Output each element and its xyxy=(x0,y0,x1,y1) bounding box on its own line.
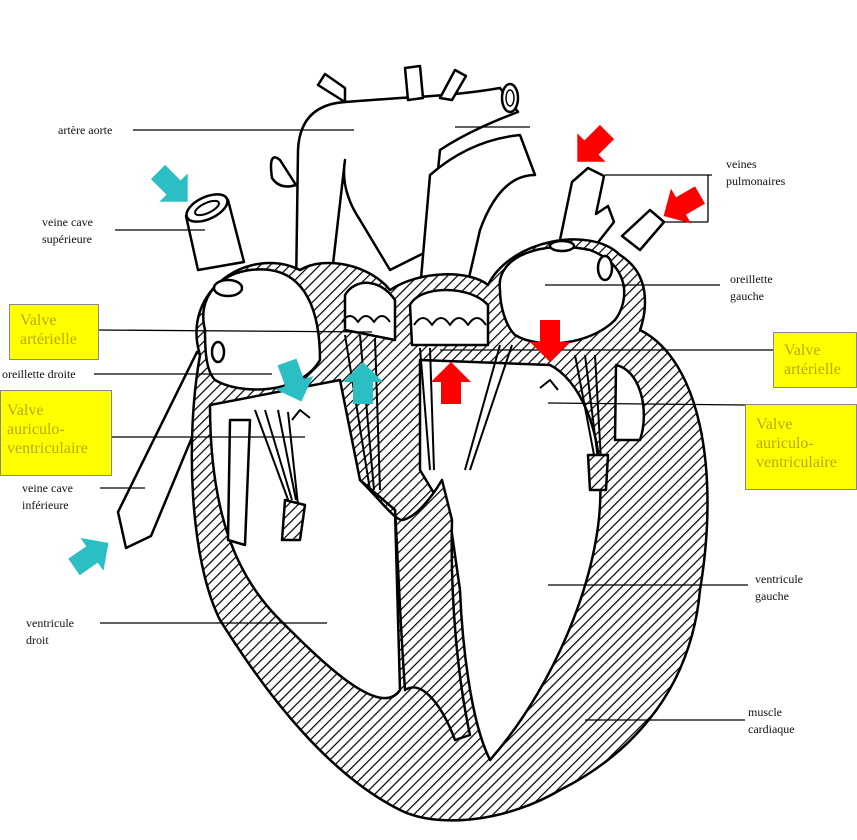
right-atrium-cavity xyxy=(202,268,322,391)
label-left-ventricle-1: ventricule xyxy=(755,572,803,586)
labels: artère aorte veine cave supérieure oreil… xyxy=(2,123,803,736)
flow-arrows xyxy=(68,124,705,576)
label-box-left-arterial-valve: Valve artérielle xyxy=(9,304,99,360)
pulmonary-vein-upper xyxy=(558,166,616,252)
label-heart-muscle-1: muscle xyxy=(748,705,782,719)
label-box-right-arterial-valve: Valve artérielle xyxy=(773,332,857,388)
label-superior-vena-cava-1: veine cave xyxy=(42,215,93,229)
box-line: Valve xyxy=(20,312,57,329)
label-pulmonary-veins-2: pulmonaires xyxy=(726,174,786,188)
left-ventricle-cavity xyxy=(418,358,602,762)
box-line: Valve xyxy=(7,402,44,419)
box-line: ventriculaire xyxy=(756,454,837,471)
label-aorta: artère aorte xyxy=(58,123,112,137)
label-box-left-av-valve: Valve auriculo- ventriculaire xyxy=(0,390,112,476)
label-left-ventricle-2: gauche xyxy=(755,589,789,603)
left-atrium-cavity xyxy=(498,245,626,345)
arrow-superior-vena-cava-icon xyxy=(150,164,188,202)
label-superior-vena-cava-2: supérieure xyxy=(42,232,92,246)
label-right-ventricle-2: droit xyxy=(26,633,49,647)
arrow-pulmonary-valve-icon xyxy=(343,362,383,404)
right-ventricle-cavity xyxy=(208,378,402,700)
arrow-inferior-vena-cava-icon xyxy=(68,537,109,576)
arrow-pulmonary-vein-lower-icon xyxy=(663,186,705,224)
aortic-arch xyxy=(294,86,520,292)
label-box-right-av-valve: Valve auriculo- ventriculaire xyxy=(745,404,857,490)
box-line: artérielle xyxy=(784,361,841,378)
label-inferior-vena-cava-1: veine cave xyxy=(22,481,73,495)
pulmonary-vein-lower xyxy=(620,208,666,252)
arrow-aortic-valve-icon xyxy=(431,362,471,404)
heart-drawing xyxy=(116,64,709,822)
label-left-atrium-2: gauche xyxy=(730,289,764,303)
arrow-left-av-valve-icon xyxy=(530,320,570,362)
label-heart-muscle-2: cardiaque xyxy=(748,722,795,736)
arrow-pulmonary-vein-upper-icon xyxy=(577,124,615,162)
arrow-right-av-valve-icon xyxy=(275,358,314,402)
box-line: ventriculaire xyxy=(7,440,88,457)
label-inferior-vena-cava-2: inférieure xyxy=(22,498,69,512)
label-right-ventricle-1: ventricule xyxy=(26,616,74,630)
pulmonary-trunk xyxy=(418,133,537,297)
box-line: auriculo- xyxy=(756,435,814,452)
box-line: Valve xyxy=(756,416,793,433)
label-left-atrium-1: oreillette xyxy=(730,272,773,286)
box-line: auriculo- xyxy=(7,421,65,438)
label-right-atrium: oreillette droite xyxy=(2,367,76,381)
label-pulmonary-veins-1: veines xyxy=(726,157,757,171)
box-line: artérielle xyxy=(20,331,77,348)
box-line: Valve xyxy=(784,342,821,359)
